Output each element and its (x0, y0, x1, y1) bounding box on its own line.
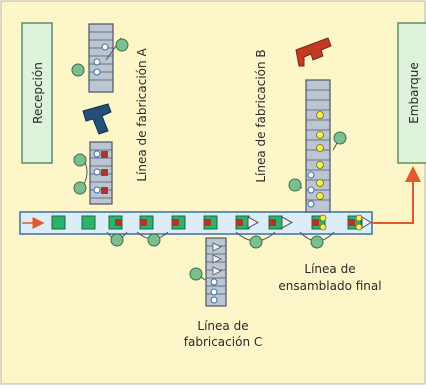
reception-area: Recepción (21, 22, 53, 164)
shipping-area: Embarque (397, 22, 426, 164)
part-red (204, 219, 211, 226)
line-a-label: Línea de fabricación A (135, 48, 149, 182)
worker-icon (73, 181, 87, 195)
final-assembly-conveyor (19, 166, 421, 249)
reception-label: Recepción (31, 62, 45, 124)
part-yellow (319, 214, 327, 222)
robot-b-icon (295, 37, 332, 67)
part-triangle (247, 216, 260, 229)
worker-icon (147, 233, 161, 247)
worker-icon (249, 235, 263, 249)
line-b-column (288, 79, 347, 213)
shipping-label: Embarque (407, 62, 421, 124)
part-triangle (361, 216, 372, 229)
part-green (81, 215, 96, 230)
worker-icon (333, 131, 347, 145)
part-red (269, 219, 276, 226)
line-c-column (189, 237, 227, 307)
part-red (172, 219, 179, 226)
worker-icon (189, 267, 203, 281)
line-a-lower (73, 141, 113, 205)
part-red (115, 219, 122, 226)
final-assembly-label-1: Línea de (304, 262, 355, 276)
line-b-label: Línea de fabricación B (254, 49, 268, 182)
worker-icon (310, 235, 324, 249)
part-triangle (281, 216, 294, 229)
line-c-label-2: fabricación C (184, 335, 263, 349)
robot-a-icon (82, 103, 112, 135)
part-green (51, 215, 66, 230)
part-yellow (355, 214, 363, 222)
part-red (312, 219, 319, 226)
final-assembly-label-2: ensamblado final (278, 279, 381, 293)
part-red (140, 219, 147, 226)
worker-icon (115, 38, 129, 52)
part-yellow (319, 223, 327, 231)
line-a-upper (71, 23, 129, 93)
worker-icon (110, 233, 124, 247)
worker-icon (288, 178, 302, 192)
worker-icon (71, 63, 85, 77)
outbound-arrow (372, 166, 421, 224)
part-red (348, 219, 355, 226)
worker-icon (73, 153, 87, 167)
part-red (236, 219, 243, 226)
part-yellow (355, 223, 363, 231)
line-c-label-1: Línea de (197, 319, 248, 333)
